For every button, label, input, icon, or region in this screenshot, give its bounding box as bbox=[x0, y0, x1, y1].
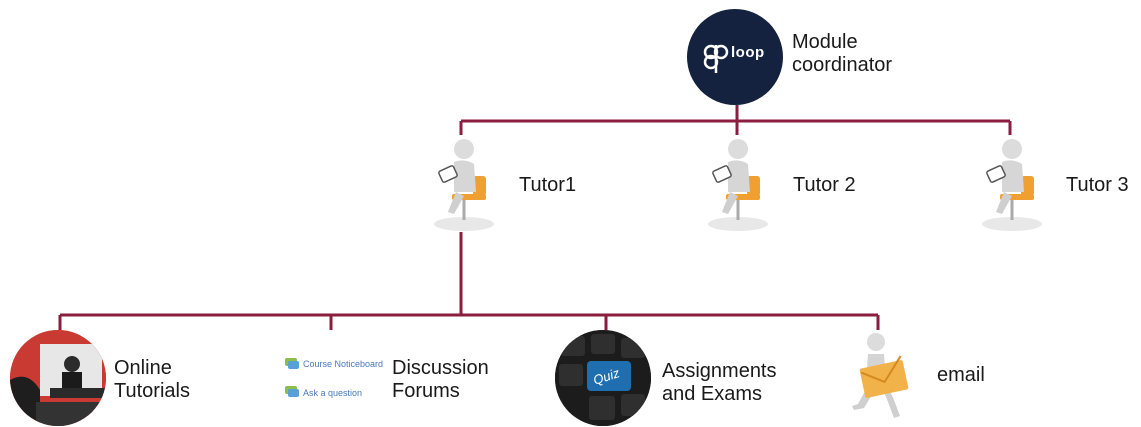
seated-figure-tablet-icon bbox=[434, 139, 494, 231]
tutor-3-label: Tutor 3 bbox=[1066, 174, 1129, 196]
online-tutorials-icon-wrap bbox=[10, 330, 106, 426]
forum-item-ask: Ask a question bbox=[303, 388, 363, 398]
forum-bubble-icon bbox=[285, 358, 299, 369]
loop-logo-icon bbox=[703, 44, 729, 73]
tutor-2-node bbox=[700, 134, 776, 239]
module-coordinator-label: Module coordinator bbox=[792, 31, 893, 76]
running-figure-envelope-icon bbox=[852, 333, 909, 418]
tutor-1-node bbox=[426, 134, 502, 239]
module-coordinator-logo: loop bbox=[687, 9, 783, 105]
seated-figure-tablet-icon bbox=[708, 139, 768, 231]
email-node bbox=[842, 330, 916, 427]
assignments-label: Assignments and Exams bbox=[662, 360, 777, 405]
quiz-key: Quiz bbox=[587, 361, 631, 391]
assignments-icon-wrap: Quiz bbox=[555, 330, 651, 426]
forum-item-noticeboard: Course Noticeboard bbox=[303, 359, 384, 369]
tutor-3-node bbox=[974, 134, 1050, 239]
discussion-forums-label: Discussion Forums bbox=[392, 357, 489, 402]
logo-text: loop bbox=[731, 44, 765, 61]
tutor-1-label: Tutor1 bbox=[519, 174, 577, 196]
email-label: email bbox=[937, 364, 985, 386]
discussion-forums-icon: Course Noticeboard Ask a question bbox=[284, 355, 384, 405]
tutor-2-label: Tutor 2 bbox=[793, 174, 856, 196]
seated-figure-tablet-icon bbox=[982, 139, 1042, 231]
forum-bubble-icon bbox=[285, 386, 299, 397]
video-lecture-icon bbox=[10, 330, 106, 426]
online-tutorials-label: Online Tutorials bbox=[114, 357, 190, 402]
keyboard-quiz-icon bbox=[555, 330, 651, 426]
